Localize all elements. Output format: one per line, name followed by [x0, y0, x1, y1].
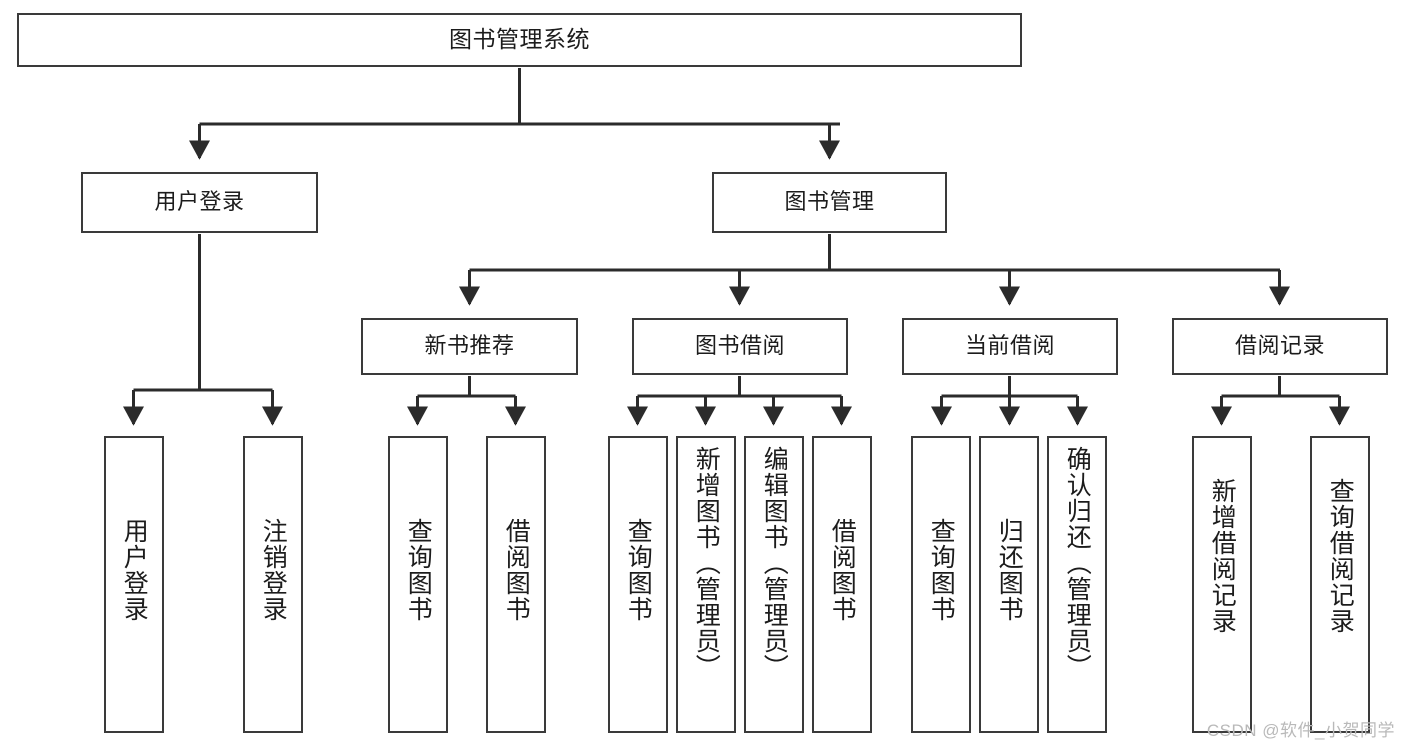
- leaf-node-query-book-borrow[interactable]: 查询图书: [608, 436, 668, 733]
- leaf-node-query-book-rec[interactable]: 查询图书: [388, 436, 448, 733]
- node-label: 借阅图书: [502, 518, 531, 622]
- node-label: 新书推荐: [424, 333, 515, 359]
- node-root-system[interactable]: 图书管理系统: [17, 13, 1022, 67]
- node-label: 归还图书: [995, 518, 1024, 622]
- leaf-node-add-borrow-record[interactable]: 新增借阅记录: [1192, 436, 1252, 733]
- leaf-node-borrow-book[interactable]: 借阅图书: [812, 436, 872, 733]
- leaf-node-return-book[interactable]: 归还图书: [979, 436, 1039, 733]
- leaf-node-add-book-admin[interactable]: 新增图书（管理员）: [676, 436, 736, 733]
- node-label: 当前借阅: [964, 333, 1055, 359]
- node-label: 新增借阅记录: [1208, 478, 1237, 634]
- node-label: 查询图书: [927, 518, 956, 622]
- node-current-borrow[interactable]: 当前借阅: [902, 318, 1118, 375]
- leaf-node-confirm-return-admin[interactable]: 确认归还（管理员）: [1047, 436, 1107, 733]
- leaf-node-user-login[interactable]: 用户登录: [104, 436, 164, 733]
- leaf-node-borrow-book-rec[interactable]: 借阅图书: [486, 436, 546, 733]
- node-label: 编辑图书（管理员）: [760, 446, 789, 680]
- node-label: 查询借阅记录: [1326, 478, 1355, 634]
- csdn-watermark: CSDN @软件_小贺同学: [1206, 721, 1395, 740]
- node-label: 查询图书: [624, 518, 653, 622]
- node-label: 注销登录: [259, 518, 288, 622]
- leaf-node-query-borrow-record[interactable]: 查询借阅记录: [1310, 436, 1370, 733]
- leaf-node-query-book-current[interactable]: 查询图书: [911, 436, 971, 733]
- node-label: 用户登录: [154, 189, 245, 215]
- node-label: 借阅图书: [828, 518, 857, 622]
- node-user-login[interactable]: 用户登录: [81, 172, 318, 233]
- node-label: 图书管理: [784, 189, 875, 215]
- leaf-node-logout[interactable]: 注销登录: [243, 436, 303, 733]
- node-label: 用户登录: [120, 518, 149, 622]
- node-label: 查询图书: [404, 518, 433, 622]
- node-label: 图书借阅: [694, 333, 785, 359]
- leaf-node-edit-book-admin[interactable]: 编辑图书（管理员）: [744, 436, 804, 733]
- node-label: 借阅记录: [1234, 333, 1325, 359]
- node-book-manage[interactable]: 图书管理: [712, 172, 947, 233]
- node-label: 确认归还（管理员）: [1063, 446, 1092, 680]
- node-book-borrow[interactable]: 图书借阅: [632, 318, 848, 375]
- node-new-book-rec[interactable]: 新书推荐: [361, 318, 578, 375]
- node-label: 图书管理系统: [449, 26, 590, 53]
- node-borrow-record[interactable]: 借阅记录: [1172, 318, 1388, 375]
- node-label: 新增图书（管理员）: [692, 446, 721, 680]
